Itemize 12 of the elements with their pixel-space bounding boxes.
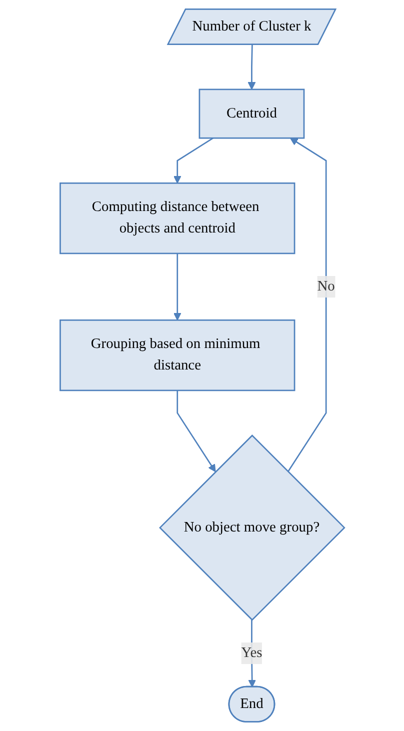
arrow: [287, 138, 326, 472]
arrow: [173, 138, 214, 184]
edge-label: No: [316, 278, 335, 294]
node-box: Computing distance between objects and centroid: [59, 182, 295, 254]
node-box: Centroid: [198, 88, 304, 139]
node-diamond: No object move group?: [158, 434, 346, 621]
arrow: [247, 44, 256, 90]
edge-label: Yes: [240, 645, 262, 660]
node-box: Grouping based on minimum distance: [59, 319, 295, 392]
arrow: [248, 620, 256, 688]
arrow: [176, 390, 216, 472]
arrow: [173, 253, 182, 320]
